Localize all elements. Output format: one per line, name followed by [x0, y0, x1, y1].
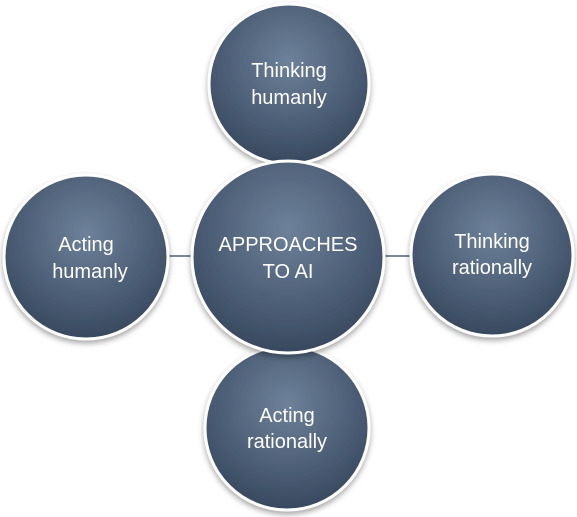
node-label-line2: humanly	[52, 261, 128, 283]
node-label-line1: Thinking	[251, 60, 327, 82]
node-label-line1: Acting	[58, 234, 114, 256]
center-label-line1: APPROACHES	[219, 234, 358, 256]
node-thinking-humanly: Thinking humanly	[207, 2, 371, 166]
node-label-line2: humanly	[251, 87, 327, 109]
node-label-line1: Thinking	[454, 231, 530, 253]
node-label-line1: Acting	[259, 405, 315, 427]
center-label-line2: TO AI	[263, 261, 314, 283]
node-label-line2: rationally	[452, 257, 532, 279]
node-thinking-rationally: Thinking rationally	[409, 172, 575, 338]
node-acting-humanly: Acting humanly	[2, 173, 170, 341]
node-approaches-to-ai: APPROACHES TO AI	[190, 159, 386, 355]
node-acting-rationally: Acting rationally	[203, 344, 371, 512]
node-label-line2: rationally	[247, 431, 327, 453]
